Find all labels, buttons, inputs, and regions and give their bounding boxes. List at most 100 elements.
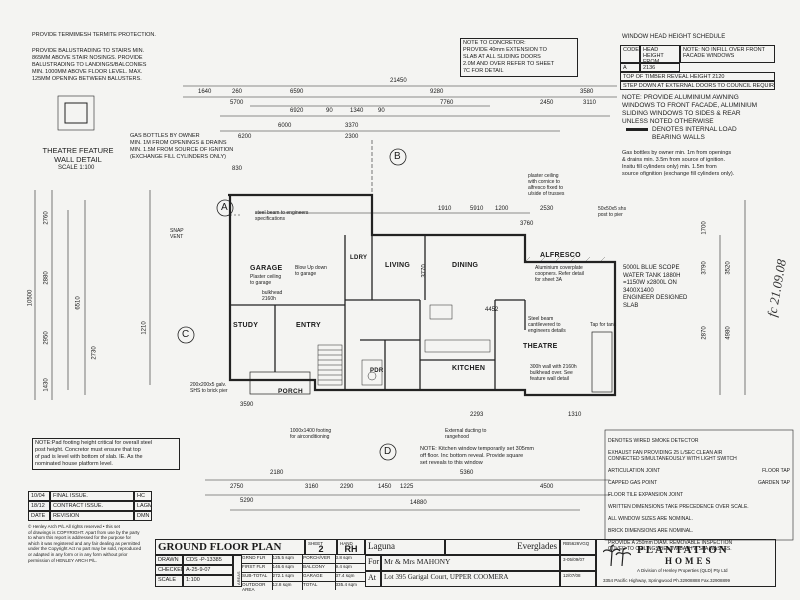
gas-note: GAS BOTTLES BY OWNER MIN. 1M FROM OPENIN… (130, 133, 234, 160)
dim-bottom: 1225 (400, 484, 414, 490)
area-value: 125.5 sqm (273, 555, 304, 563)
hand-label: HAND (340, 541, 353, 546)
dim-top: 2530 (540, 206, 554, 212)
dim-top: 6920 (290, 108, 304, 114)
room-porch: PORCH (278, 388, 303, 395)
ws-row-value: 2136 (640, 63, 680, 72)
dim-right: 4980 (725, 326, 732, 340)
footing-note: NOTE:Pad footing height critical for ove… (32, 438, 180, 470)
balustrade-note: PROVIDE BALUSTRADING TO STAIRS MIN. 865M… (32, 48, 147, 82)
company-division: A Division of Henley Properties (QLD) Pt… (637, 568, 728, 573)
scale-label: SCALE (155, 575, 183, 587)
legend-garden-tap: GARDEN TAP (757, 480, 790, 486)
checked-value: A-25-9-07 (183, 565, 233, 575)
ws-row-code: A (620, 63, 640, 72)
dim-top: 3760 (520, 221, 534, 227)
legend-window-sizes: ALL WINDOW SIZES ARE NOMINAL. (608, 516, 693, 522)
grid-marker-b: B (394, 151, 401, 162)
legend: DENOTES WIRED SMOKE DETECTOR EXHAUST FAN… (608, 432, 790, 558)
area-value: 37.4 sqm (335, 573, 355, 578)
dim-top: 3110 (583, 100, 596, 106)
annotation: Tap for tank (590, 322, 617, 328)
dim-top: 7760 (440, 100, 454, 106)
annotation: 1000x1400 footing for airconditioning (290, 428, 332, 440)
dim-top: 1340 (350, 108, 364, 114)
dim-bottom: 2290 (340, 484, 354, 490)
issue-date: 10/04 (28, 491, 50, 501)
legend-articulation: ARTICULATION JOINT (608, 468, 661, 474)
facade-name: Everglades (445, 539, 560, 555)
dim-overall-bottom: 14880 (410, 500, 427, 506)
design-name: Laguna (365, 539, 445, 555)
issue-col-date: DATE (28, 511, 50, 521)
sheet-number: 2 (318, 544, 324, 554)
dim-bottom: 3160 (305, 484, 319, 490)
area-value: 9.4 sqm (335, 564, 352, 569)
load-bearing-symbol (626, 128, 648, 131)
legend-tile-expansion: FLOOR TILE EXPANSION JOINT (608, 492, 684, 498)
area-key: GRND FLR (242, 555, 273, 563)
dim-left: 2730 (91, 346, 98, 360)
dim-left: 2950 (43, 331, 50, 345)
dim-top: 2450 (540, 100, 554, 106)
area-value: 146.6 sqm (273, 564, 304, 572)
ws-step-down: STEP DOWN AT EXTERNAL DOORS TO COUNCIL R… (620, 81, 775, 90)
annotation: Aluminium coverplate coopners. Refer det… (535, 265, 584, 283)
dim-bottom: 2180 (270, 470, 284, 476)
window-schedule-title: WINDOW HEAD HEIGHT SCHEDULE (622, 34, 726, 40)
dim-left: 1430 (43, 378, 50, 392)
legend-exhaust: EXHAUST FAN PROVIDING 25 L/SEC CLEAN AIR… (608, 450, 737, 462)
dim-left: 2880 (43, 271, 50, 285)
dim-left: 6510 (75, 296, 82, 310)
annotation: plaster ceiling with cornice to alfresco… (528, 173, 565, 197)
ws-col-head: HEAD HEIGHT FROM FLOOR (640, 45, 680, 63)
dim-bottom: 1450 (378, 484, 392, 490)
company-block: PLANTATION HOMES A Division of Henley Pr… (596, 539, 776, 587)
dim-bottom: 4500 (540, 484, 554, 490)
area-key: SUB-TOTAL (242, 573, 273, 581)
dim-right: 3520 (725, 261, 732, 275)
dim-top: 9280 (430, 89, 444, 95)
dim-right: 1700 (701, 221, 708, 235)
dim-top: 6000 (278, 123, 292, 129)
annotation: 300h wall with 2160h bulkhead over. See … (530, 364, 577, 382)
ws-timber-reveal: TOP OF TIMBER REVEAL HEIGHT 2120 (620, 72, 775, 81)
legend-floor-tap: FLOOR TAP (762, 468, 790, 474)
legend-brick-dims: BRICK DIMENSIONS ARE NOMINAL. (608, 528, 694, 534)
dim-top: 90 (378, 108, 385, 114)
annotation: 4452 (485, 307, 499, 313)
site-address: Lot 395 Garigal Court, UPPER COOMERA (381, 571, 560, 587)
palm-tree-logo-icon (602, 544, 632, 567)
room-kitchen: KITCHEN (452, 365, 486, 372)
dim-left: 1210 (141, 321, 148, 335)
room-alfresco: ALFRESCO (540, 252, 581, 259)
company-name-sub: HOMES (665, 556, 714, 566)
kitchen-note: NOTE: Kitchen window temporarily set 305… (420, 446, 535, 466)
scale-value: 1:100 (183, 575, 233, 587)
company-name: PLANTATION (637, 544, 729, 556)
room-theatre: THEATRE (523, 343, 558, 350)
area-value: 3.8 sqm (335, 555, 352, 560)
sheet-label: SHEET (308, 541, 324, 546)
room-study: STUDY (233, 322, 259, 329)
ws-col-note: NOTE: NO INFILL OVER FRONT FACADE WINDOW… (680, 45, 775, 63)
grid-marker-a: A (221, 202, 228, 213)
area-key: PORCH/VER (303, 555, 336, 563)
gas-note-right: Gas bottles by owner min. 1m from openin… (622, 150, 735, 177)
areas-label: AREAS (233, 555, 242, 587)
dim-bottom: 2750 (230, 484, 244, 490)
drawn-value: CDS -P-13385 (183, 555, 233, 565)
area-value: 335.4 sqm (335, 582, 357, 587)
annotation: Steel beam cantilevered to engineers det… (528, 316, 566, 334)
theatre-detail-scale: SCALE 1:100 (58, 165, 95, 171)
sheet-cell: SHEET 2 (305, 539, 337, 555)
room-pdr: PDR (370, 368, 384, 374)
room-entry: ENTRY (296, 322, 321, 329)
issue-by: LAGM (134, 501, 152, 511)
annotation: 3770 (421, 264, 428, 278)
dim-top: 90 (326, 108, 333, 114)
annotation: Blow Up down to garage (295, 265, 327, 277)
dim-top: 6200 (238, 134, 252, 140)
issue-label: FINAL ISSUE. (50, 491, 134, 501)
